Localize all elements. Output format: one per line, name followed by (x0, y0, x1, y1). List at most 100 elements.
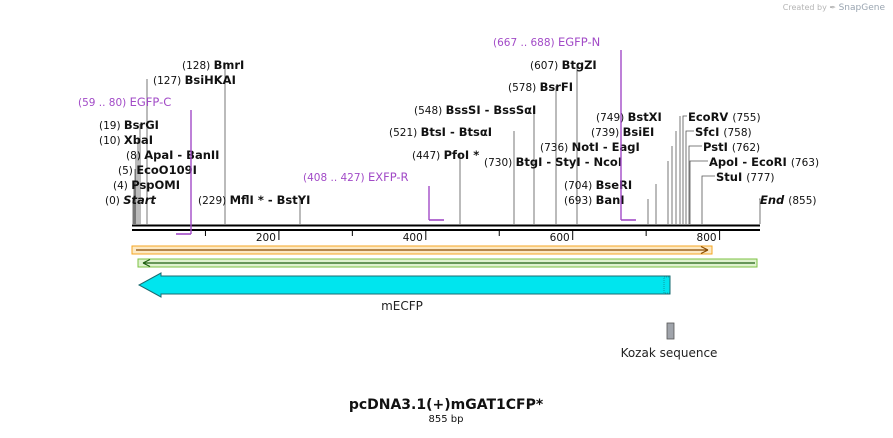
site-ecoo109i-label[interactable]: (5) EcoO109I (118, 163, 197, 177)
site-position: (229) (198, 195, 230, 207)
site-name: PstI (703, 140, 732, 154)
site-position: (578) (508, 82, 540, 94)
site-position: (607) (530, 60, 562, 72)
site-bseri-label[interactable]: (704) BseRI (564, 178, 632, 192)
site-name: NotI (572, 140, 603, 154)
site-btgi-label[interactable]: (730) BtgI - StyI - NcoI (484, 155, 622, 169)
site-btgzi-label[interactable]: (607) BtgZI (530, 58, 597, 72)
credit-brand: SnapGene (838, 3, 885, 13)
mecfp-stop-marker (663, 276, 671, 294)
site-position: (736) (540, 142, 572, 154)
site-position: (10) (99, 135, 124, 147)
site-bsiei-label[interactable]: (739) BsiEI (591, 125, 654, 139)
site-apoi-label[interactable]: ApoI - EcoRI (763) (709, 155, 819, 169)
site-bani-label[interactable]: (693) BanI (564, 193, 625, 207)
green-feature[interactable] (137, 258, 758, 268)
site-mfli-label[interactable]: (229) MflI * - BstYI (198, 193, 310, 207)
site-name: BstXI (628, 110, 662, 124)
site-bmri-label[interactable]: (128) BmrI (182, 58, 244, 72)
site-pfoi-label[interactable]: (447) PfoI * (412, 148, 479, 162)
primer-exfp-r-label[interactable]: (408 .. 427) EXFP-R (303, 170, 409, 184)
site-psti-line (688, 145, 702, 224)
site-bsrgi-label[interactable]: (19) BsrGI (99, 118, 159, 132)
mecfp-label: mECFP (381, 299, 423, 313)
site-noti-label[interactable]: (736) NotI - EagI (540, 140, 640, 154)
orange-feature-arrowhead (700, 245, 709, 255)
site-name: SfcI (695, 125, 723, 139)
site-position: (777) (746, 172, 774, 184)
site-position: (521) (389, 127, 421, 139)
site-psti-label[interactable]: PstI (762) (703, 140, 760, 154)
kozak-label: Kozak sequence (621, 346, 718, 360)
site-position: (739) (591, 127, 623, 139)
mecfp-feature[interactable]: mECFP (137, 272, 671, 313)
site-name: BtgI (516, 155, 547, 169)
site-pspomi-label[interactable]: (4) PspOMI (113, 178, 180, 192)
site-name: - EcoRI (742, 155, 791, 169)
site-name: XbaI (124, 133, 153, 147)
site-name: BanI (596, 193, 625, 207)
ruler-label: 400 (403, 232, 423, 244)
site-stui-line (701, 175, 715, 224)
site-sfci-label[interactable]: SfcI (758) (695, 125, 752, 139)
primer-name: EXFP-R (368, 170, 409, 184)
site-start-label[interactable]: (0) Start (105, 193, 156, 207)
site-position: (758) (723, 127, 751, 139)
site-position: (5) (118, 165, 136, 177)
site-labels: (0) Start (4) PspOMI (5) EcoO109I (8) Ap… (99, 58, 819, 207)
site-position: (755) (732, 112, 760, 124)
site-name: - BanII (177, 148, 219, 162)
site-bsrfi-label[interactable]: (578) BsrFI (508, 80, 573, 94)
site-name: ApoI (709, 155, 742, 169)
site-name: - BstYI (268, 193, 311, 207)
site-position: (763) (791, 157, 819, 169)
site-position: (693) (564, 195, 596, 207)
site-sfci-line (685, 130, 694, 224)
site-position: (548) (414, 105, 446, 117)
site-position: (704) (564, 180, 596, 192)
site-name: PspOMI (131, 178, 180, 192)
ruler-label: 800 (697, 232, 717, 244)
kozak-box[interactable] (666, 322, 675, 340)
site-name: End (760, 193, 788, 207)
site-name: BsiHKAI (185, 73, 236, 87)
site-apoi-line (689, 160, 708, 224)
site-name: BtgZI (562, 58, 597, 72)
green-feature-arrowhead (142, 258, 151, 268)
site-name: MflI * (230, 193, 268, 207)
primer-egfp-c-label[interactable]: (59 .. 80) EGFP-C (78, 95, 171, 109)
site-bstxi-label[interactable]: (749) BstXI (596, 110, 662, 124)
orange-feature[interactable] (131, 245, 713, 255)
site-name: EcoRV (688, 110, 732, 124)
site-position: (128) (182, 60, 214, 72)
site-position: (19) (99, 120, 124, 132)
site-xbai-label[interactable]: (10) XbaI (99, 133, 153, 147)
snapgene-logo-icon: ✒ (829, 3, 837, 12)
site-apai-label[interactable]: (8) ApaI - BanII (126, 148, 219, 162)
site-position: (762) (732, 142, 760, 154)
site-btsi-label[interactable]: (521) BtsI - BtsαI (389, 125, 492, 139)
primer-range: (59 .. 80) (78, 97, 130, 109)
site-name: PfoI * (444, 148, 480, 162)
site-ecorv-line (682, 115, 687, 224)
site-name: BtsI (421, 125, 450, 139)
primer-range: (667 .. 688) (493, 37, 558, 49)
site-stui-label[interactable]: StuI (777) (716, 170, 774, 184)
map-title: pcDNA3.1(+)mGAT1CFP* (349, 397, 544, 413)
site-bsihkai-label[interactable]: (127) BsiHKAI (153, 73, 236, 87)
map-length: 855 bp (429, 414, 464, 425)
primer-egfp-n-label[interactable]: (667 .. 688) EGFP-N (493, 35, 600, 49)
kozak-feature[interactable]: Kozak sequence (621, 322, 718, 360)
mecfp-arrow[interactable] (137, 272, 671, 298)
site-end-label[interactable]: End (855) (760, 193, 817, 207)
primer-range: (408 .. 427) (303, 172, 368, 184)
credit-prefix: Created by (782, 3, 827, 12)
primer-name: EGFP-N (558, 35, 600, 49)
site-bsssi-label[interactable]: (548) BssSI - BssSαI (414, 103, 536, 117)
site-position: (4) (113, 180, 131, 192)
site-ecorv-label[interactable]: EcoRV (755) (688, 110, 761, 124)
site-name: BssSI (446, 103, 485, 117)
